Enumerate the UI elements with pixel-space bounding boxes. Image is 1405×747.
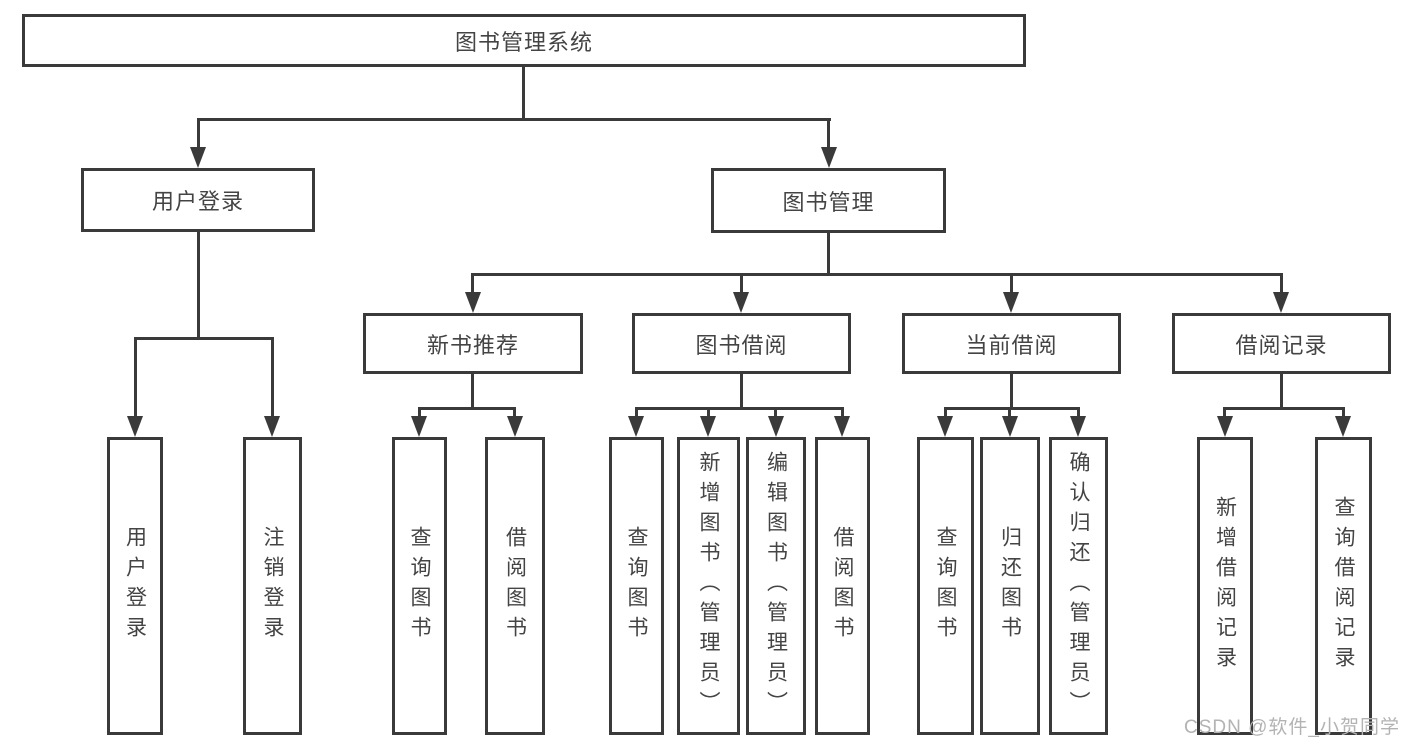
connector-drop-new-book-rec [471,273,474,295]
leaf-logout: 注销登录 [243,437,302,735]
arrow-down-icon [1273,292,1289,313]
node-borrow-records-label: 借阅记录 [1235,332,1328,358]
connector-drop-query2 [635,407,638,419]
leaf-query-record: 查询借阅记录 [1315,437,1372,735]
arrow-down-icon [768,416,784,437]
arrow-down-icon [190,147,206,168]
connector-userlogin-stub [197,232,200,337]
leaf-edit-book: 编辑图书（管理员） [746,437,806,735]
node-current-borrow: 当前借阅 [902,313,1121,374]
leaf-query-book-1-label: 查询图书 [408,526,431,646]
leaf-confirm-return-label: 确认归还（管理员） [1067,451,1090,721]
connector-drop-leaf-user-login [134,337,137,419]
leaf-borrow-book-1-label: 借阅图书 [503,526,527,646]
leaf-add-record: 新增借阅记录 [1197,437,1253,735]
arrow-down-icon [1335,416,1351,437]
leaf-query-record-label: 查询借阅记录 [1332,496,1355,676]
node-user-login-label: 用户登录 [151,189,244,214]
arrow-down-icon [1002,416,1018,437]
leaf-add-book: 新增图书（管理员） [677,437,740,735]
arrow-down-icon [465,292,481,313]
connector-drop-return [1008,407,1011,419]
connector-drop-borrow2 [841,407,844,419]
connector-borrowrecords-stub [1280,374,1283,407]
node-book-borrow-label: 图书借阅 [695,332,788,358]
node-root: 图书管理系统 [22,14,1026,67]
connector-newbookrec-stub [471,374,474,407]
connector-bookmgmt-rail [471,273,1283,276]
leaf-query-book-2: 查询图书 [609,437,664,735]
arrow-down-icon [411,416,427,437]
connector-drop-addrecord [1223,407,1226,419]
arrow-down-icon [1217,416,1233,437]
leaf-add-book-label: 新增图书（管理员） [697,451,720,721]
arrow-down-icon [507,416,523,437]
arrow-down-icon [733,292,749,313]
leaf-borrow-book-2-label: 借阅图书 [831,526,854,646]
arrow-down-icon [937,416,953,437]
connector-currentborrow-stub [1010,374,1013,407]
node-new-book-rec: 新书推荐 [363,313,583,374]
csdn-watermark: CSDN @软件_小贺同学 [1184,717,1400,738]
connector-drop-book-mgmt [827,118,830,150]
connector-drop-user-login [197,118,200,150]
connector-userlogin-rail [134,337,274,340]
connector-borrowrecords-rail [1223,407,1345,410]
node-book-borrow: 图书借阅 [632,313,851,374]
node-borrow-records: 借阅记录 [1172,313,1391,374]
arrow-down-icon [628,416,644,437]
node-current-borrow-label: 当前借阅 [965,332,1058,358]
arrow-down-icon [264,416,280,437]
node-user-login: 用户登录 [81,168,315,232]
leaf-return-book-label: 归还图书 [998,526,1022,646]
leaf-add-record-label: 新增借阅记录 [1213,496,1237,676]
connector-drop-addbook [707,407,710,419]
leaf-borrow-book-2: 借阅图书 [815,437,870,735]
node-book-mgmt: 图书管理 [711,168,946,233]
arrow-down-icon [1003,292,1019,313]
connector-drop-query3 [944,407,947,419]
connector-drop-leaf-logout [271,337,274,419]
connector-drop-query1 [418,407,421,419]
leaf-return-book: 归还图书 [980,437,1040,735]
leaf-confirm-return: 确认归还（管理员） [1049,437,1108,735]
connector-drop-borrow-records [1280,273,1283,295]
leaf-borrow-book-1: 借阅图书 [485,437,545,735]
connector-newbookrec-rail [418,407,516,410]
node-new-book-rec-label: 新书推荐 [426,332,519,358]
arrow-down-icon [834,416,850,437]
connector-drop-editbook [774,407,777,419]
connector-root-stub [522,67,525,118]
arrow-down-icon [700,416,716,437]
node-book-mgmt-label: 图书管理 [782,189,875,215]
connector-drop-borrow1 [513,407,516,419]
connector-drop-book-borrow [740,273,743,295]
node-root-label: 图书管理系统 [454,29,593,55]
connector-bookborrow-stub [740,374,743,407]
connector-currentborrow-rail [944,407,1080,410]
leaf-logout-label: 注销登录 [261,526,284,646]
leaf-user-login-label: 用户登录 [123,526,147,646]
leaf-edit-book-label: 编辑图书（管理员） [764,451,788,721]
leaf-query-book-3: 查询图书 [917,437,974,735]
connector-bookborrow-rail [635,407,844,410]
arrow-down-icon [1070,416,1086,437]
arrow-down-icon [127,416,143,437]
connector-root-rail [197,118,831,121]
connector-drop-queryrecord [1342,407,1345,419]
connector-drop-confirm [1077,407,1080,419]
leaf-user-login: 用户登录 [107,437,163,735]
leaf-query-book-2-label: 查询图书 [625,526,648,646]
connector-bookmgmt-stub [827,233,830,273]
connector-drop-current-borrow [1010,273,1013,295]
arrow-down-icon [821,147,837,168]
leaf-query-book-3-label: 查询图书 [934,526,957,646]
leaf-query-book-1: 查询图书 [392,437,447,735]
